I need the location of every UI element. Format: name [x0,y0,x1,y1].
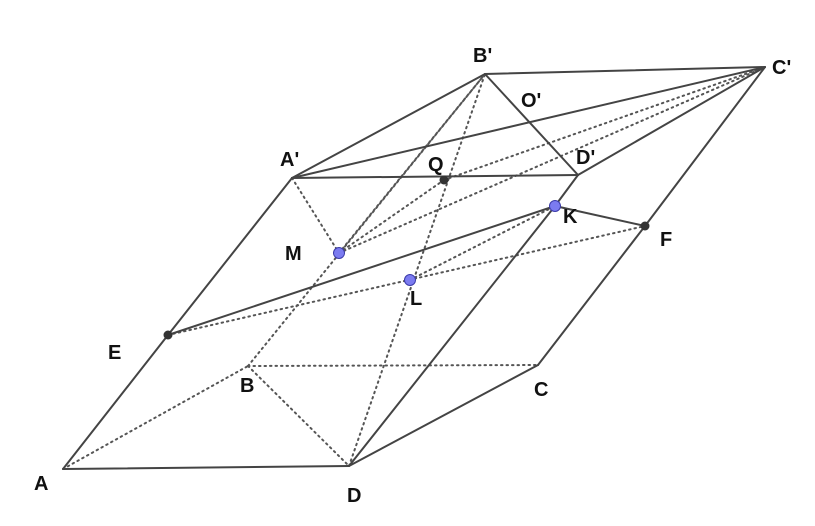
label-A1: A' [280,149,299,171]
point-E-marker [163,330,173,340]
label-M: M [285,243,302,265]
point-F-marker [640,221,650,231]
edge-DK [348,205,556,467]
label-Q: Q [428,154,444,176]
edge-EK [167,205,556,336]
edge-C1D1 [577,66,766,176]
point-K-marker [549,200,561,212]
dotted-edges [62,66,766,470]
edge-A1B1 [291,73,486,179]
label-E: E [108,342,121,364]
label-D1: D' [576,147,595,169]
edge-DC [348,364,539,467]
solid-edges [62,66,766,470]
edge-BC [247,364,539,367]
point-Q-marker [439,175,449,185]
edge-EF [167,225,646,336]
label-B1: B' [473,45,492,67]
edge-AE [62,334,169,470]
edge-B1C1 [484,66,766,75]
edge-CF [537,225,646,366]
edge-D1A1 [291,174,579,179]
edge-AB [62,365,249,470]
edge-FC1 [644,66,766,227]
edge-A1M [291,177,340,254]
edge-MB1 [338,73,486,254]
label-F: F [660,229,672,251]
edge-MQ [338,179,445,254]
label-C1: C' [772,57,791,79]
edge-MC1 [338,66,766,254]
point-markers [163,175,650,340]
edge-B1D1 [484,73,579,176]
label-K: K [563,206,578,228]
edge-EA1 [167,177,293,336]
label-O1: O' [521,90,541,112]
edge-BD [247,365,350,467]
label-L: L [410,288,422,310]
label-B: B [240,375,254,397]
edge-KD1 [554,174,579,207]
edge-AD [62,465,350,470]
edge-BB1 [247,73,486,367]
edge-LK [409,205,556,281]
point-labels: A B C D A' B' C' D' O' Q M K L E F [34,45,791,507]
label-A: A [34,473,48,495]
point-M-marker [333,247,345,259]
point-L-marker [404,274,416,286]
edge-DB1 [348,73,486,467]
edge-QC1 [443,66,766,181]
label-C: C [534,379,548,401]
edge-KF [554,205,646,227]
label-D: D [347,485,361,507]
